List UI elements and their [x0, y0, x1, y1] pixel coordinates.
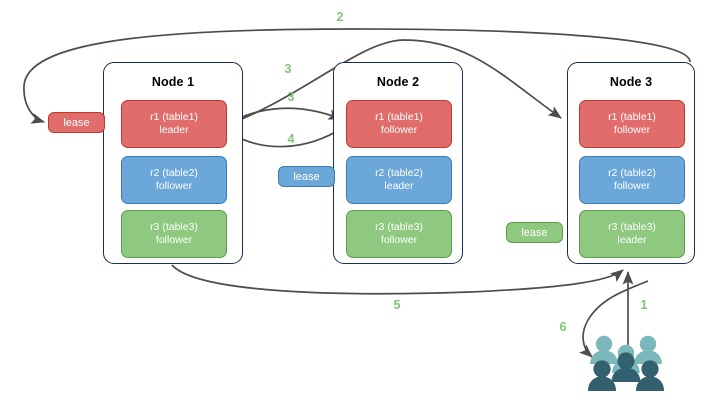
- edge-label-4: 4: [287, 132, 295, 146]
- replica-n3r1[interactable]: r1 (table1) follower: [579, 100, 685, 148]
- replica-line1: r3 (table3): [150, 221, 198, 233]
- replica-n3r3[interactable]: r3 (table3) leader: [579, 210, 685, 258]
- people-group-icon: [588, 335, 664, 391]
- edge-label-2: 2: [336, 10, 344, 24]
- edge-label-3a: 3: [284, 62, 292, 76]
- replica-line2: follower: [613, 124, 651, 136]
- edge-label-3b: 3: [287, 90, 295, 104]
- replica-line1: r2 (table2): [375, 167, 423, 179]
- edge-label-1: 1: [640, 298, 648, 312]
- replica-n2r3[interactable]: r3 (table3) follower: [346, 210, 452, 258]
- edge-label-5: 5: [393, 298, 401, 312]
- replica-n1r2[interactable]: r2 (table2) follower: [121, 156, 227, 204]
- replica-n2r1[interactable]: r1 (table1) follower: [346, 100, 452, 148]
- lease-badge-red[interactable]: lease: [48, 112, 105, 133]
- replica-n1r3[interactable]: r3 (table3) follower: [121, 210, 227, 258]
- replica-line2: leader: [617, 234, 647, 246]
- replica-line2: leader: [384, 180, 414, 192]
- edge-5-path: [171, 264, 624, 295]
- node-title: Node 3: [609, 75, 653, 89]
- node-box-node3[interactable]: Node 3 r1 (table1) follower r2 (table2) …: [567, 62, 695, 264]
- lease-badge-blue[interactable]: lease: [278, 166, 335, 187]
- node-title: Node 1: [151, 75, 195, 89]
- replica-n2r2[interactable]: r2 (table2) leader: [346, 156, 452, 204]
- replica-line2: leader: [159, 124, 189, 136]
- replica-line1: r3 (table3): [375, 221, 423, 233]
- replica-line2: follower: [613, 180, 651, 192]
- lease-badge-green[interactable]: lease: [506, 222, 563, 243]
- replica-line2: follower: [155, 234, 193, 246]
- node-title: Node 2: [376, 75, 420, 89]
- replica-n3r2[interactable]: r2 (table2) follower: [579, 156, 685, 204]
- node-box-node2[interactable]: Node 2 r1 (table1) follower r2 (table2) …: [333, 62, 463, 264]
- replica-line2: follower: [380, 234, 418, 246]
- replica-line1: r2 (table2): [608, 167, 656, 179]
- replica-n1r1[interactable]: r1 (table1) leader: [121, 100, 227, 148]
- edge-label-6: 6: [559, 320, 567, 334]
- node-box-node1[interactable]: Node 1 r1 (table1) leader r2 (table2) fo…: [103, 62, 243, 264]
- replica-line1: r1 (table1): [608, 111, 656, 123]
- replica-line2: follower: [380, 124, 418, 136]
- replica-line1: r2 (table2): [150, 167, 198, 179]
- replica-line1: r1 (table1): [375, 111, 423, 123]
- replica-line1: r3 (table3): [608, 221, 656, 233]
- replica-line2: follower: [155, 180, 193, 192]
- replica-line1: r1 (table1): [150, 111, 198, 123]
